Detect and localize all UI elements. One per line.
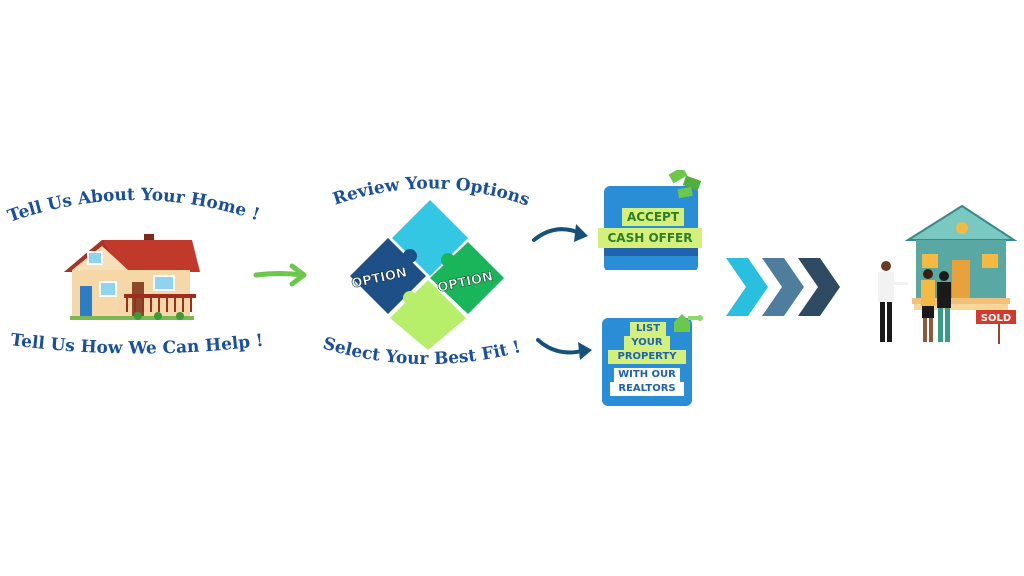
cash-offer-line2: CASH OFFER [598, 228, 702, 248]
chevron-2-icon [762, 258, 804, 316]
sold-sign-text: SOLD [981, 313, 1011, 324]
cash-offer-line1: ACCEPT [622, 208, 684, 226]
chevrons-icon [726, 258, 840, 316]
list-line2: YOUR [624, 336, 670, 350]
house-key-icon [674, 314, 703, 332]
list-line4: WITH OUR [614, 368, 680, 382]
puzzle-diagram: OPTION OPTION [350, 200, 504, 350]
arrow-to-list-icon [536, 338, 592, 360]
sold-house-illustration: SOLD [878, 204, 1018, 344]
house-icon [64, 234, 200, 320]
arrow-to-cash-icon [532, 224, 588, 242]
arrow-right-icon [253, 263, 307, 287]
puzzle-piece-right [430, 242, 504, 314]
puzzle-piece-bottom [390, 280, 466, 350]
step1-top-text: Tell Us About Your Home ! [5, 185, 262, 227]
list-line3: PROPERTY [608, 350, 686, 364]
list-property-card: LIST YOUR PROPERTY WITH OUR REALTORS [602, 314, 703, 406]
step1-bottom-text: Tell Us How We Can Help ! [9, 330, 264, 358]
chevron-3-icon [798, 258, 840, 316]
cash-offer-card: ACCEPT CASH OFFER [598, 170, 702, 272]
chevron-1-icon [726, 258, 768, 316]
list-line5: REALTORS [610, 382, 684, 396]
list-line1: LIST [630, 322, 666, 336]
